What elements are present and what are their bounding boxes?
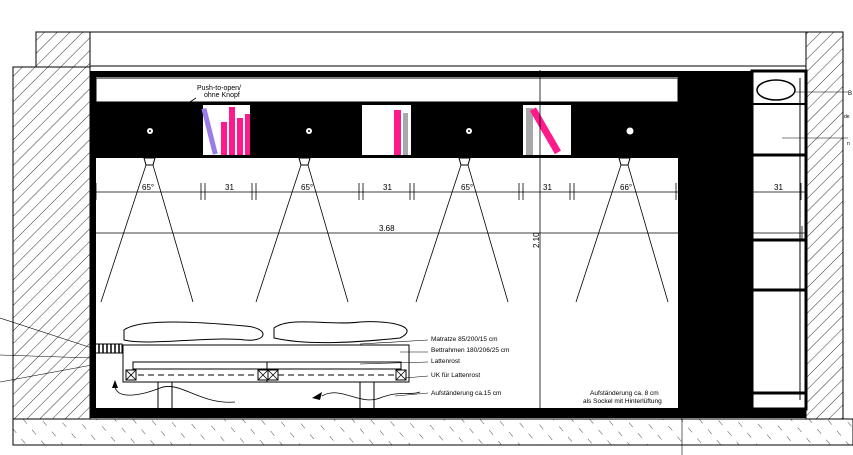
book-gray-1	[403, 113, 408, 155]
dim-gap-4: 31	[774, 183, 783, 192]
book-pink-4	[245, 114, 250, 155]
label-mattress: Matratze 85/200/15 cm	[431, 336, 497, 343]
dimension-chain: 65° 31 65° 31 65° 31 66° 31 3.68 2.10	[90, 70, 806, 409]
pillow-right	[273, 321, 408, 344]
right-label-1: B	[848, 91, 852, 97]
airflow-arrow-left	[114, 384, 236, 403]
lamp-3-icon	[458, 157, 471, 166]
book-pink-3	[237, 118, 243, 155]
knob-3-center	[468, 130, 470, 132]
left-post	[90, 71, 96, 409]
leader-slat-support	[404, 375, 429, 379]
wardrobe-note-line1: Aufständerung ca. 8 cm	[590, 390, 659, 397]
dim-gap-2: 31	[383, 183, 392, 192]
book-pink-2	[229, 107, 235, 155]
book-pink-5	[394, 110, 401, 155]
bed-annotations: Matratze 85/200/15 cm Bettrahmen 180/206…	[359, 336, 509, 397]
cone-1-left	[100, 164, 147, 303]
label-frame: Bettrahmen 180/206/25 cm	[431, 347, 509, 354]
upper-white-panel	[95, 77, 679, 103]
downlights	[100, 157, 669, 303]
leader-mattress	[359, 339, 429, 345]
leader-raise	[394, 392, 429, 397]
downlight-3	[415, 157, 509, 303]
push-callout-line2: ohne Knopf	[204, 92, 240, 99]
downlight-2	[255, 157, 349, 303]
book-pink-tilted	[529, 107, 561, 155]
wardrobe-annotation: Aufständerung ca. 8 cm als Sockel mit Hi…	[583, 370, 683, 455]
label-slats: Lattenrost	[431, 358, 460, 365]
shelf-niches	[201, 105, 571, 155]
wardrobe-note-line2: als Sockel mit Hinterlüftung	[583, 398, 662, 405]
downlight-4	[575, 157, 669, 303]
book-gray-2	[526, 108, 533, 155]
knob-1-center	[149, 130, 151, 132]
pillow-left	[123, 321, 264, 343]
walls	[12, 31, 853, 446]
floor-slab	[12, 418, 853, 446]
hanging-rod-icon	[756, 79, 796, 101]
header-frame	[90, 71, 806, 77]
knob-4	[626, 127, 634, 135]
push-callout-line1: Push-to-open/	[197, 85, 241, 92]
cone-4-left	[575, 164, 622, 303]
lamp-4-icon	[618, 157, 631, 166]
right-label-2: de	[844, 114, 850, 120]
floor-black-strip	[90, 408, 806, 418]
niche-2	[362, 105, 411, 155]
dim-height: 2.10	[532, 232, 541, 248]
cone-3-left	[415, 164, 462, 303]
wardrobe-door	[678, 71, 752, 409]
right-edge-annotations: B de n	[782, 91, 852, 147]
label-raise: Aufständerung ca.15 cm	[431, 390, 501, 397]
cone-3-right	[467, 164, 509, 303]
cone-4-right	[627, 164, 669, 303]
downlight-1	[100, 157, 194, 303]
dim-angle-3: 65°	[461, 183, 473, 192]
dim-gap-1: 31	[225, 183, 234, 192]
book-pink-1	[221, 122, 227, 155]
cone-1-right	[152, 164, 194, 303]
push-knobs: Push-to-open/ ohne Knopf	[147, 85, 634, 135]
dim-angle-1: 65°	[142, 183, 154, 192]
knob-2-center	[308, 130, 310, 132]
cone-2-left	[255, 164, 302, 303]
push-callout-leader	[149, 97, 197, 129]
label-slat-support: UK für Lattenrost	[431, 372, 480, 379]
radiator-fins	[94, 344, 120, 353]
cone-2-right	[307, 164, 349, 303]
wall-leader-1	[0, 317, 93, 349]
lamp-2-icon	[298, 157, 311, 166]
lamp-1-icon	[143, 157, 156, 166]
book-violet	[201, 107, 218, 155]
wall-leader-2	[0, 354, 93, 359]
right-label-3: n	[847, 141, 850, 147]
bed-frame	[122, 344, 410, 383]
bed	[0, 317, 421, 408]
left-wall-upper	[35, 31, 91, 68]
airflow-arrowhead-right	[312, 392, 322, 400]
dim-ticks	[91, 183, 806, 200]
dim-total-width: 3.68	[379, 224, 395, 233]
airflow-arrowhead-left	[112, 380, 118, 388]
dim-angle-4: 66°	[620, 183, 632, 192]
airflow-arrow-right	[321, 391, 421, 401]
dim-gap-3: 31	[543, 183, 552, 192]
right-wall	[805, 31, 844, 420]
dim-angle-2: 65°	[301, 183, 313, 192]
wall-leader-3	[0, 364, 93, 383]
leader-slats	[359, 361, 429, 365]
left-wall	[12, 66, 91, 420]
